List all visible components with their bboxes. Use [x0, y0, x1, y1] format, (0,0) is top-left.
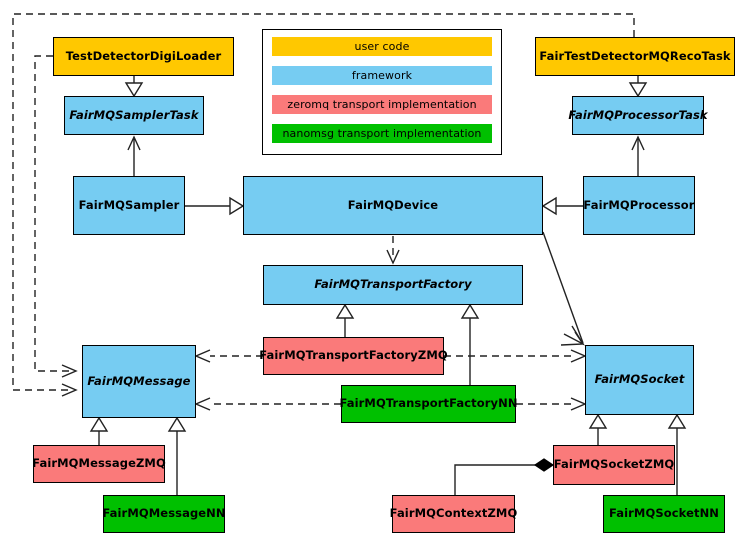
edge-messagenn-to-message-head: [167, 416, 187, 432]
class-node-fairmqsocketzmq[interactable]: FairMQSocketZMQ: [553, 445, 675, 485]
class-label-fairmqprocessortask: FairMQProcessorTask: [568, 107, 708, 122]
class-node-fairmqmessagenn[interactable]: FairMQMessageNN: [102, 495, 226, 533]
edge-device-to-socket: [542, 231, 584, 344]
class-label-fairmqsocket: FairMQSocket: [594, 372, 685, 387]
edge-sampler-to-samplertask-arrow: [127, 135, 141, 151]
class-node-fairmqcontextzmq[interactable]: FairMQContextZMQ: [389, 495, 518, 533]
edge-tfnn-to-socket-arrow: [570, 397, 587, 411]
edge-processor-to-processortask-arrow: [631, 135, 645, 151]
class-label-fairtestdetectormqrecotask: FairTestDetectorMQRecoTask: [539, 48, 731, 63]
edge-recotask-to-message-arrow: [61, 383, 78, 397]
edge-socketnn-to-socket-head: [667, 413, 687, 429]
class-node-fairmqsocketnn[interactable]: FairMQSocketNN: [603, 495, 725, 533]
class-node-fairmqsocket[interactable]: FairMQSocket: [585, 345, 694, 415]
edge-tfnn-to-message-arrow: [194, 397, 211, 411]
edge-tfzmq-to-transportfactory-head: [335, 303, 355, 319]
class-label-fairmqprocessor: FairMQProcessor: [583, 197, 695, 212]
class-node-testdetectordigiloader[interactable]: TestDetectorDigiLoader: [53, 37, 234, 76]
class-label-fairmqsocketnn: FairMQSocketNN: [608, 506, 720, 521]
class-node-fairmqmessage[interactable]: FairMQMessage: [82, 345, 196, 418]
class-label-fairmqmessagenn: FairMQMessageNN: [102, 506, 226, 521]
class-label-fairmqmessagezmq: FairMQMessageZMQ: [32, 456, 166, 471]
class-node-fairtestdetectormqrecotask[interactable]: FairTestDetectorMQRecoTask: [535, 37, 735, 76]
legend-swatch-zeromq: zeromq transport implementation: [272, 95, 492, 114]
edge-processor-to-device-head: [541, 196, 557, 216]
edge-socketzmq-composition-diamond: [533, 458, 555, 472]
class-node-fairmqtransportfactoryzmq[interactable]: FairMQTransportFactoryZMQ: [259, 337, 448, 375]
legend-label-zeromq: zeromq transport implementation: [287, 98, 477, 111]
edge-recotask-to-processortask-head: [628, 82, 648, 98]
legend-swatch-framework: framework: [272, 66, 492, 85]
class-label-fairmqsamplertask: FairMQSamplerTask: [69, 107, 199, 122]
class-label-fairmqtransportfactorynn: FairMQTransportFactoryNN: [339, 396, 518, 411]
class-node-fairmqsampler[interactable]: FairMQSampler: [73, 176, 185, 235]
class-label-fairmqtransportfactory: FairMQTransportFactory: [314, 277, 472, 292]
class-node-fairmqtransportfactorynn[interactable]: FairMQTransportFactoryNN: [339, 385, 518, 423]
legend-label-nanomsg: nanomsg transport implementation: [282, 127, 482, 140]
class-node-fairmqtransportfactory[interactable]: FairMQTransportFactory: [263, 265, 523, 305]
legend-label-user-code: user code: [354, 40, 410, 53]
edge-socketzmq-to-socket-head: [588, 413, 608, 429]
edge-digiloader-to-message-arrow: [61, 364, 78, 378]
edge-digiloader-to-samplertask-head: [124, 82, 144, 98]
legend-swatch-nanomsg: nanomsg transport implementation: [272, 124, 492, 143]
class-label-fairmqsampler: FairMQSampler: [78, 197, 180, 212]
class-node-fairmqdevice[interactable]: FairMQDevice: [243, 176, 543, 235]
class-label-fairmqtransportfactoryzmq: FairMQTransportFactoryZMQ: [259, 348, 448, 363]
edge-sampler-to-device-head: [229, 196, 245, 216]
edge-device-to-transportfactory-arrow: [386, 249, 400, 265]
class-label-fairmqmessage: FairMQMessage: [87, 373, 191, 388]
edge-tfzmq-to-socket-arrow: [570, 349, 587, 363]
edge-tfnn-to-transportfactory-head: [460, 303, 480, 319]
edge-tfzmq-to-message-arrow: [194, 349, 211, 363]
class-node-fairmqprocessor[interactable]: FairMQProcessor: [583, 176, 695, 235]
class-node-fairmqmessagezmq[interactable]: FairMQMessageZMQ: [32, 445, 166, 483]
legend-label-framework: framework: [351, 69, 413, 82]
edge-socketzmq-to-contextzmq: [454, 464, 536, 495]
class-label-fairmqcontextzmq: FairMQContextZMQ: [389, 506, 518, 521]
legend-swatch-user-code: user code: [272, 37, 492, 56]
class-node-fairmqprocessortask[interactable]: FairMQProcessorTask: [568, 96, 708, 135]
class-node-fairmqsamplertask[interactable]: FairMQSamplerTask: [64, 96, 204, 135]
edge-device-to-socket-arrow-a: [563, 325, 585, 346]
edge-messagezmq-to-message-head: [89, 416, 109, 432]
edge-device-to-socket-arrow-b: [560, 331, 585, 346]
class-label-fairmqdevice: FairMQDevice: [347, 197, 439, 212]
class-label-testdetectordigiloader: TestDetectorDigiLoader: [65, 48, 222, 63]
class-label-fairmqsocketzmq: FairMQSocketZMQ: [553, 457, 675, 472]
